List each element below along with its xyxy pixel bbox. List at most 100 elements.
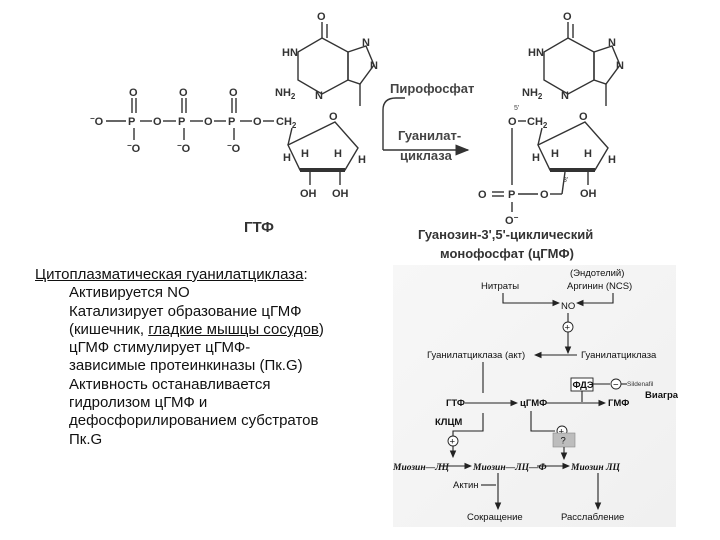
cgmp-ch2: CH2 <box>527 116 548 130</box>
gtp-p-alpha: P <box>228 116 235 128</box>
notes-item: гидролизом цГМФ и <box>69 394 208 412</box>
myosin-lc-p-label: Миозин—ЛЦ—Ф <box>472 463 547 473</box>
cgmp-ribose-o: O <box>579 111 588 123</box>
cgmp-o5: O <box>508 116 517 128</box>
cgmp-h3: H <box>584 148 592 160</box>
myosin-lc-label: Миозин—ЛЦ <box>393 463 450 473</box>
gtp-o-top-3: O <box>229 87 238 99</box>
gtp-o-top-2: O <box>179 87 188 99</box>
gtp-oh-3: OH <box>332 188 349 200</box>
gtp-p-gamma: P <box>128 116 135 128</box>
cgmp-h4: H <box>608 154 616 166</box>
cgmp-p-o-minus: O− <box>505 213 519 227</box>
arginine-label: Аргинин (NCS) <box>567 281 632 292</box>
myosin-lc2-label: Миозин ЛЦ <box>570 463 621 473</box>
gtp-o-minus-1: −O <box>90 114 104 128</box>
gtp-ch2: CH2 <box>276 116 297 130</box>
notes-item: Активируется NO <box>69 284 190 302</box>
cgmf-label: цГМФ <box>520 398 547 409</box>
enzyme-label-line1: Гуанилат- <box>398 128 461 143</box>
gc-label: Гуанилатциклаза <box>581 350 657 361</box>
cgmp-label-line1: Гуанозин-3',5'-циклический <box>418 227 593 242</box>
cgmp-n3: N <box>561 90 569 102</box>
gtp-o-bottom-2: −O <box>177 141 191 155</box>
gtp-n9: N <box>370 60 378 72</box>
cgmp-n7: N <box>608 37 616 49</box>
gtp-ribose-o: O <box>329 111 338 123</box>
notes-heading: Цитоплазматическая гуанилатциклаза <box>35 266 304 283</box>
enzyme-label-line2: циклаза <box>400 148 453 163</box>
relaxation-label: Расслабление <box>561 512 624 523</box>
gtp-hn: HN <box>282 47 298 59</box>
notes-item: Катализирует образование цГМФ <box>69 302 302 320</box>
gtp-o-top-1: O <box>129 87 138 99</box>
plus-sign: + <box>565 323 571 334</box>
mlck-activation-circle <box>447 435 459 447</box>
activation-circle <box>562 321 574 333</box>
notes-item: дефосфорилированием субстратов <box>69 412 319 430</box>
gtf-label: ГТФ <box>446 398 465 409</box>
notes-heading-line: Цитоплазматическая гуанилатциклаза: <box>35 266 395 284</box>
gtp-to-cgmp-reaction: O HN N N N NH2 −O P O −O O P O −O O P O … <box>90 11 624 261</box>
notes-item: Активность останавливается <box>69 375 271 393</box>
gtp-label: ГТФ <box>244 219 274 236</box>
cgmp-p: P <box>508 189 515 201</box>
pathway-background <box>393 265 676 527</box>
pde-label: ФДЭ <box>573 380 594 391</box>
cgmp-o3: O <box>540 189 549 201</box>
gmf-label: ГМФ <box>608 398 629 409</box>
no-cgmp-pathway: (Эндотелий) Аргинин (NCS) Нитраты NO + Г… <box>393 265 678 527</box>
mlck-label: КЛЦМ <box>435 417 462 428</box>
cgmp-p-o: O <box>478 189 487 201</box>
sildenafil-label: Sildenafil <box>627 381 654 388</box>
gtp-o-bottom-3: −O <box>227 141 241 155</box>
reaction-arrow: Пирофосфат Гуанилат- циклаза <box>382 81 474 163</box>
gtp-h1: H <box>283 152 291 164</box>
gtp-molecule: O HN N N N NH2 −O P O −O O P O −O O P O … <box>90 11 378 236</box>
gtp-h2: H <box>301 148 309 160</box>
gtp-p-beta: P <box>178 116 185 128</box>
cgmp-prime5: 5' <box>514 105 519 112</box>
gc-active-label: Гуанилатциклаза (акт) <box>427 350 525 361</box>
minus-sign: − <box>613 380 619 391</box>
gtp-h3: H <box>334 148 342 160</box>
gtp-o-bridge-2: O <box>204 116 213 128</box>
gtp-n3: N <box>315 90 323 102</box>
nitrates-label: Нитраты <box>481 281 519 292</box>
gtp-h4: H <box>358 154 366 166</box>
notes-block: Цитоплазматическая гуанилатциклаза: Акти… <box>35 266 395 449</box>
cgmp-label-line2: монофосфат (цГМФ) <box>440 246 574 261</box>
question-label: ? <box>561 436 566 447</box>
gtp-o6: O <box>317 11 326 23</box>
contraction-label: Сокращение <box>467 512 523 523</box>
cgmp-molecule: O HN N N N NH2 O 5' CH2 O H H H H 3' OH … <box>418 11 624 261</box>
gtp-n7: N <box>362 37 370 49</box>
cgmp-prime3: 3' <box>563 177 568 184</box>
actin-label: Актин <box>453 480 479 491</box>
cgmp-nh2: NH2 <box>522 87 543 101</box>
gtp-o-ester: O <box>253 116 262 128</box>
notes-heading-colon: : <box>303 266 308 283</box>
notes-item-underlined: гладкие мышцы сосудов <box>148 320 319 338</box>
endothelium-label: (Эндотелий) <box>570 268 624 279</box>
notes-item: цГМФ стимулирует цГМФ- <box>69 339 251 357</box>
gtp-o-bottom-1: −O <box>127 141 141 155</box>
notes-item-post: ) <box>318 320 324 338</box>
notes-item: Пк.G <box>69 430 103 448</box>
cgmp-h1: H <box>532 152 540 164</box>
cgmp-n9: N <box>616 60 624 72</box>
no-label: NO <box>561 301 575 312</box>
cgmp-o6: O <box>563 11 572 23</box>
cgmp-h2: H <box>551 148 559 160</box>
notes-item: зависимые протеинкиназы (Пк.G) <box>69 357 303 375</box>
notes-item: (кишечник, гладкие мышцы сосудов) <box>35 321 395 339</box>
pkg-plus: + <box>559 427 565 438</box>
pyrophosphate-label: Пирофосфат <box>390 81 474 96</box>
gtp-oh-2: OH <box>300 188 317 200</box>
mlck-plus: + <box>450 437 456 448</box>
gtp-nh2: NH2 <box>275 87 296 101</box>
gtp-o-bridge-1: O <box>153 116 162 128</box>
viagra-label: Виагра <box>645 390 678 401</box>
cgmp-oh-2: OH <box>580 188 597 200</box>
cgmp-hn: HN <box>528 47 544 59</box>
